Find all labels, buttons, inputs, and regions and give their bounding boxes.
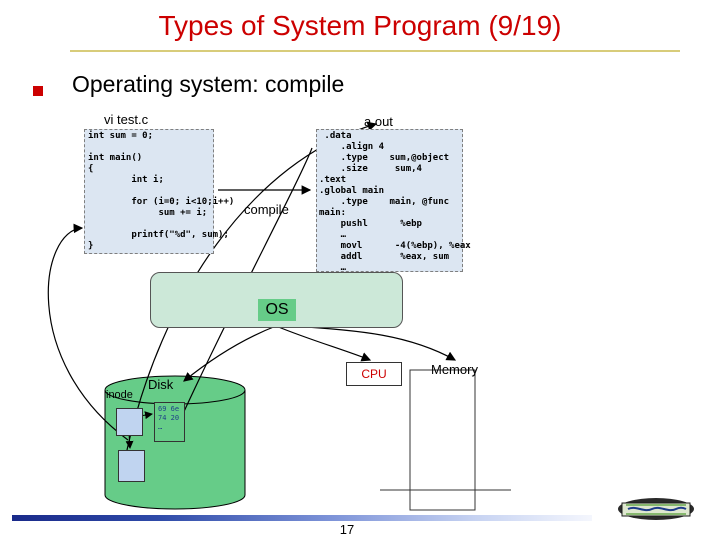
data-block-bytes: 69 6e 74 20 … — [158, 405, 180, 431]
os-to-disk-arrow — [183, 325, 277, 382]
memory-label: Memory — [431, 362, 478, 377]
memory-column — [409, 369, 476, 511]
slide-title: Types of System Program (9/19) — [158, 10, 562, 41]
os-label: OS — [258, 299, 296, 321]
source-code-box: int sum = 0; int main() { int i; for (i=… — [84, 129, 235, 254]
bullet-text: Operating system: compile — [72, 71, 345, 97]
inode-block — [116, 408, 143, 436]
title-underline — [70, 50, 680, 52]
aout-to-disk-curve — [171, 147, 313, 439]
inode-chain-arrow — [125, 433, 134, 449]
cpu-box: CPU — [346, 362, 402, 386]
footer-bar — [12, 515, 592, 521]
assembly-code: .data .align 4 .type sum,@object .size s… — [319, 131, 471, 273]
compile-label: compile — [244, 202, 289, 217]
os-to-cpu-arrow — [275, 325, 372, 362]
inode-to-source-arrow — [47, 223, 129, 441]
source-code: int sum = 0; int main() { int i; for (i=… — [88, 131, 235, 251]
page-number: 17 — [339, 522, 355, 537]
disk-label: Disk — [148, 377, 174, 392]
sysprog-logo — [616, 495, 696, 522]
assembly-code-box: .data .align 4 .type sum,@object .size s… — [316, 129, 471, 273]
os-to-memory-arrow — [289, 325, 457, 361]
data-block — [154, 402, 185, 442]
inode-label: inode — [106, 389, 133, 401]
bullet-marker — [33, 86, 43, 96]
inode-block-secondary — [118, 450, 145, 482]
source-caption: vi test.c — [104, 112, 149, 127]
output-caption: a.out — [364, 114, 393, 129]
